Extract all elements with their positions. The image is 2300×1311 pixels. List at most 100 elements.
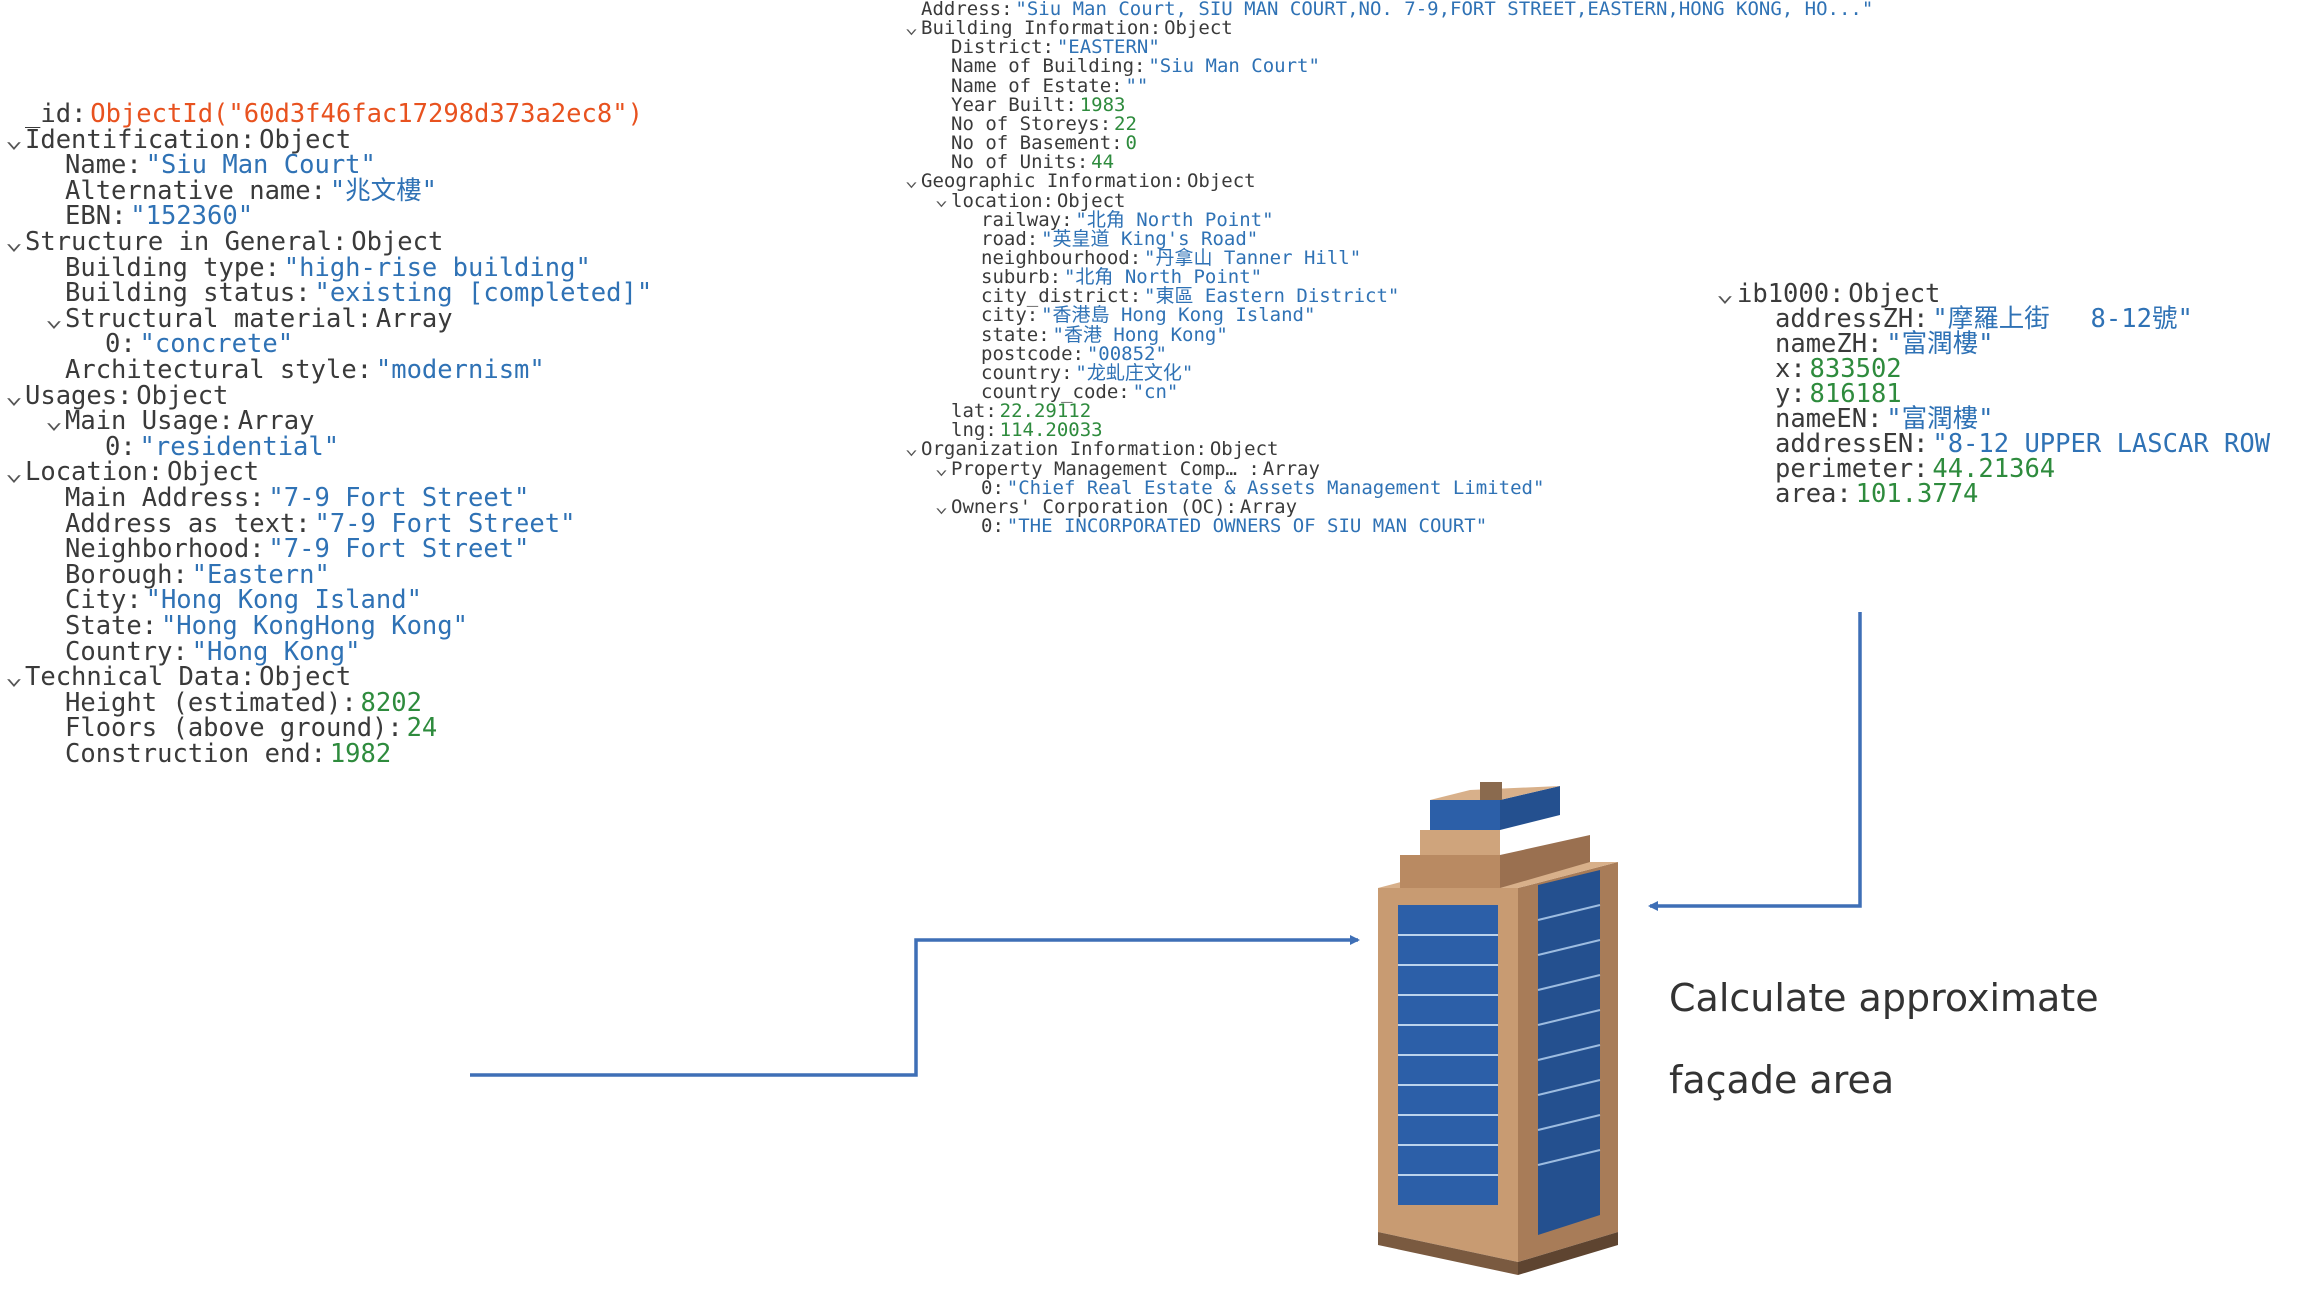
tree-row[interactable]: state:"香港 Hong Kong" — [902, 325, 1228, 345]
tree-row[interactable]: ⌄Usages:Object — [3, 380, 228, 411]
tree-row[interactable]: City:"Hong Kong Island" — [3, 588, 422, 614]
tree-row[interactable]: x:833502 — [1713, 356, 1902, 383]
tree-row[interactable]: Borough:"Eastern" — [3, 562, 330, 589]
field-key: Country — [65, 636, 173, 667]
field-value: Object — [351, 227, 444, 257]
tree-row[interactable]: 0:"residential" — [3, 431, 339, 462]
tree-row[interactable]: Main Address:"7-9 Fort Street" — [3, 483, 529, 513]
field-key: Identification — [25, 124, 240, 155]
field-key: Geographic Information — [921, 170, 1173, 193]
tree-row[interactable]: Height (estimated):8202 — [3, 690, 422, 717]
tree-row[interactable]: Construction end:1982 — [3, 741, 391, 768]
chevron-down-icon[interactable]: ⌄ — [1716, 281, 1734, 308]
tree-row[interactable]: Architectural style:"modernism" — [3, 355, 545, 385]
field-key: Main Usage — [65, 406, 219, 437]
tree-row[interactable]: Name of Estate:"" — [902, 76, 1148, 96]
tree-row[interactable]: Building type:"high-rise building" — [3, 255, 591, 282]
tree-row[interactable]: perimeter:44.21364 — [1713, 456, 2055, 483]
tree-row[interactable]: ⌄Technical Data:Object — [3, 665, 351, 691]
tree-row[interactable]: country:"龙虬庄文化" — [902, 363, 1193, 383]
tree-row[interactable]: 0:"Chief Real Estate & Assets Management… — [902, 476, 1544, 499]
tree-row[interactable]: ⌄location:Object — [902, 190, 1126, 211]
tree-row[interactable]: ⌄Structure in General:Object — [3, 227, 444, 257]
tree-row[interactable]: Neighborhood:"7-9 Fort Street" — [3, 537, 529, 563]
field-key: Usages — [25, 380, 118, 411]
tree-row[interactable]: Country:"Hong Kong" — [3, 636, 361, 667]
tree-row[interactable]: addressEN:"8-12 UPPER LASCAR ROW " — [1713, 431, 2300, 458]
key-separator: : — [126, 150, 142, 181]
tree-row[interactable]: Address:"Siu Man Court, SIU MAN COURT,NO… — [902, 0, 1873, 19]
tree-row[interactable]: postcode:"00852" — [902, 344, 1167, 364]
tree-row[interactable]: ⌄ib1000:Object — [1713, 281, 1940, 308]
tree-row[interactable]: ⌄Geographic Information:Object — [902, 172, 1256, 191]
chevron-down-icon[interactable]: ⌄ — [5, 229, 23, 256]
tree-row[interactable]: ⌄Property Management Comp… :Array — [902, 458, 1320, 479]
tree-row[interactable]: No of Basement:0 — [902, 134, 1137, 153]
chevron-down-icon[interactable]: ⌄ — [45, 306, 63, 333]
key-separator: : — [147, 457, 164, 488]
field-key: Floors (above ground) — [65, 713, 388, 744]
tree-row[interactable]: State:"Hong KongHong Kong" — [3, 613, 468, 640]
chevron-down-icon[interactable]: ⌄ — [5, 126, 23, 153]
field-value: "modernism" — [375, 355, 545, 385]
field-key: Building Information — [921, 17, 1150, 40]
tree-row[interactable]: city_district:"東區 Eastern District" — [902, 287, 1399, 306]
tree-row[interactable]: ⌄Location:Object — [3, 460, 259, 486]
chevron-down-icon[interactable]: ⌄ — [5, 664, 23, 691]
tree-row[interactable]: ⌄Structural material:Array — [3, 306, 453, 333]
chevron-down-icon[interactable]: ⌄ — [904, 18, 919, 39]
field-value: "Hong Kong Island" — [145, 585, 422, 616]
tree-row[interactable]: ⌄Organization Information:Object — [902, 439, 1279, 460]
tree-row[interactable]: _id:ObjectId("60d3f46fac17298d373a2ec8") — [3, 99, 643, 129]
tree-row[interactable]: District:"EASTERN" — [902, 38, 1160, 57]
chevron-down-icon[interactable]: ⌄ — [934, 496, 949, 517]
tree-row[interactable]: suburb:"北角 North Point" — [902, 268, 1262, 287]
tree-row[interactable]: area:101.3774 — [1713, 481, 1978, 508]
tree-row[interactable]: ⌄Owners' Corporation (OC):Array — [902, 496, 1297, 517]
tree-row[interactable]: nameEN:"富潤樓" — [1713, 404, 1994, 434]
tree-row[interactable]: Floors (above ground):24 — [3, 716, 437, 742]
tree-row[interactable]: ⌄Building Information:Object — [902, 19, 1233, 38]
chevron-down-icon[interactable]: ⌄ — [934, 190, 949, 211]
tree-row[interactable]: country_code:"cn" — [902, 383, 1178, 402]
tree-row[interactable]: ⌄Identification:Object — [3, 124, 351, 155]
chevron-down-icon[interactable]: ⌄ — [45, 408, 63, 435]
key-separator: : — [120, 431, 136, 462]
chevron-down-icon[interactable]: ⌄ — [934, 458, 949, 479]
tree-row[interactable]: neighbourhood:"丹拿山 Tanner Hill" — [902, 248, 1361, 268]
field-value: "英皇道 King's Road" — [1041, 227, 1259, 250]
tree-row[interactable]: EBN:"152360" — [3, 204, 253, 230]
tree-row[interactable]: Building status:"existing [completed]" — [3, 281, 652, 307]
chevron-down-icon[interactable]: ⌄ — [904, 171, 919, 192]
field-key: EBN — [65, 201, 112, 232]
field-value: 44 — [1091, 151, 1115, 174]
field-key: Main Address — [65, 483, 250, 513]
tree-row[interactable]: ⌄Main Usage:Array — [3, 409, 314, 435]
field-value: "富潤樓" — [1886, 404, 1994, 434]
tree-row[interactable]: Address as text:"7-9 Fort Street" — [3, 511, 575, 538]
tree-row[interactable]: addressZH:"摩羅上街 8-12號" — [1713, 306, 2193, 333]
tree-row[interactable]: 0:"concrete" — [3, 332, 293, 358]
chevron-down-icon[interactable]: ⌄ — [904, 439, 919, 460]
tree-row[interactable]: railway:"北角 North Point" — [902, 210, 1274, 230]
tree-row[interactable]: city:"香港島 Hong Kong Island" — [902, 306, 1315, 325]
tree-row[interactable]: No of Storeys:22 — [902, 114, 1137, 134]
tree-row[interactable]: nameZH:"富潤樓" — [1713, 331, 1994, 358]
field-value: "兆文樓" — [329, 175, 438, 206]
tree-row[interactable]: road:"英皇道 King's Road" — [902, 227, 1259, 250]
chevron-down-icon[interactable]: ⌄ — [5, 459, 23, 486]
tree-row[interactable]: lat:22.29112 — [902, 402, 1091, 421]
tree-row[interactable]: 0:"THE INCORPORATED OWNERS OF SIU MAN CO… — [902, 517, 1487, 536]
tree-row[interactable]: Name:"Siu Man Court" — [3, 153, 376, 179]
key-separator: : — [332, 227, 348, 257]
tree-row[interactable]: Year Built:1983 — [902, 95, 1125, 115]
tree-row[interactable]: Name of Building:"Siu Man Court" — [902, 57, 1320, 76]
chevron-down-icon[interactable]: ⌄ — [5, 382, 23, 409]
tree-row[interactable]: No of Units:44 — [902, 153, 1114, 172]
key-separator: : — [992, 476, 1004, 499]
field-value: "東區 Eastern District" — [1144, 285, 1400, 308]
field-value: ObjectId("60d3f46fac17298d373a2ec8") — [90, 99, 643, 129]
tree-row[interactable]: y:816181 — [1713, 381, 1902, 408]
tree-row[interactable]: Alternative name:"兆文樓" — [3, 175, 438, 206]
tree-row[interactable]: lng:114.20033 — [902, 421, 1103, 440]
